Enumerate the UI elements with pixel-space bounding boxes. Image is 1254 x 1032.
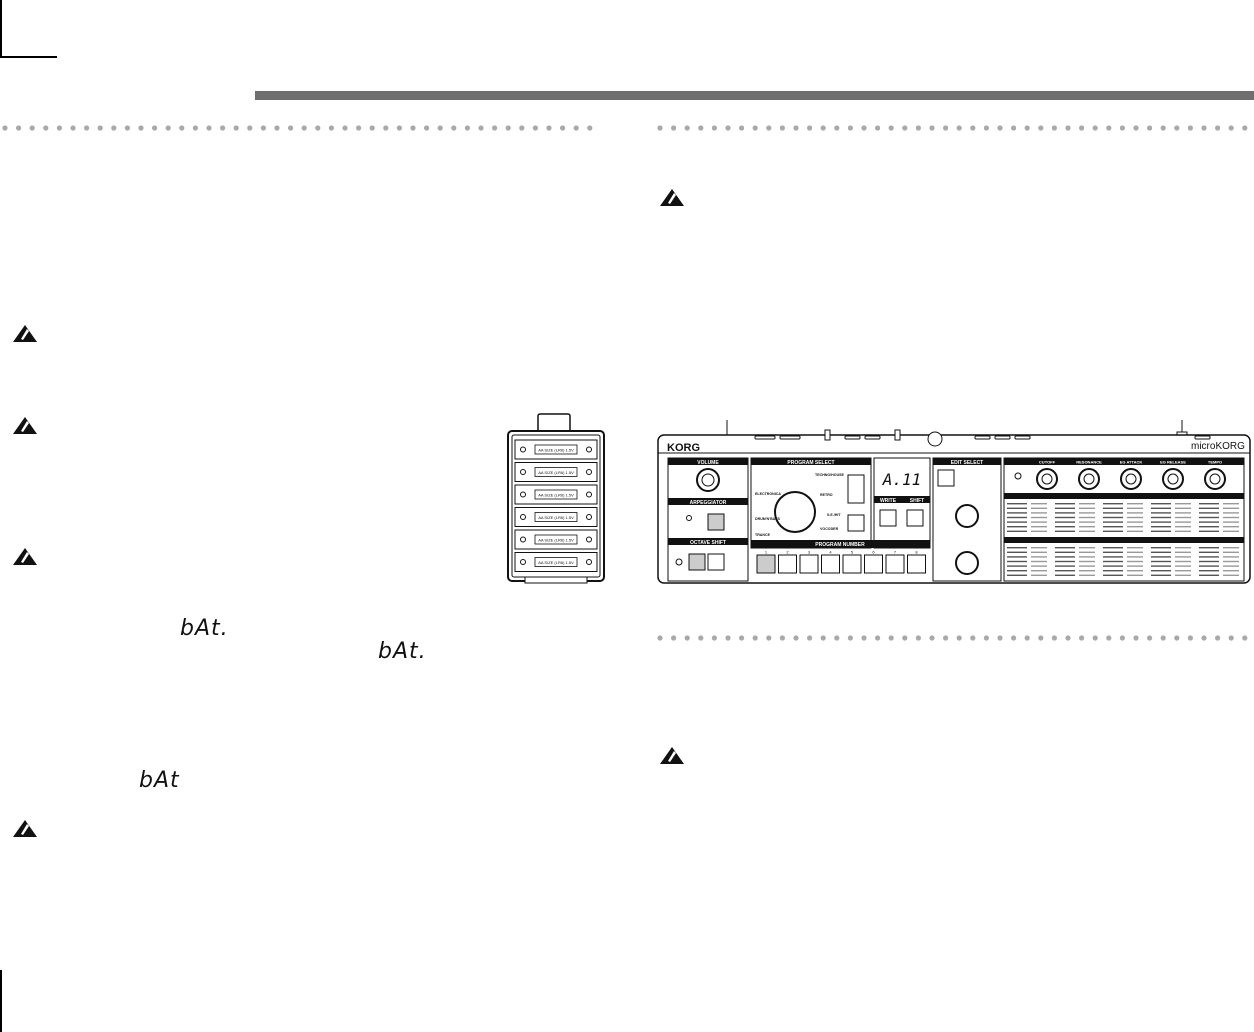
crop-mark-bottom [0,970,2,1032]
svg-text:AA SIZE (LR6) 1.5V: AA SIZE (LR6) 1.5V [538,560,574,565]
svg-text:AA SIZE (LR6) 1.5V: AA SIZE (LR6) 1.5V [538,470,574,475]
svg-text:RETRO: RETRO [820,493,833,497]
svg-text:AA SIZE (LR6) 1.5V: AA SIZE (LR6) 1.5V [538,493,574,498]
synth-panel-illustration: KORG microKORG VOLUME ARPEGGIATOR OCTAVE… [657,420,1251,584]
svg-text:TEMPO: TEMPO [1208,460,1222,465]
svg-text:1: 1 [765,550,768,555]
caution-icon [660,747,684,764]
svg-text:VOCODER: VOCODER [820,527,839,531]
crop-mark-vertical [0,0,2,56]
caution-icon [660,189,684,206]
crop-mark-horizontal [0,56,57,58]
svg-text:4: 4 [829,550,832,555]
caution-icon [13,417,37,434]
model-logo: microKORG [1191,441,1245,452]
svg-text:SHIFT: SHIFT [910,498,924,504]
svg-text:5: 5 [851,550,854,555]
svg-text:PROGRAM SELECT: PROGRAM SELECT [787,460,834,466]
caution-icon [13,548,37,565]
svg-text:RESONANCE: RESONANCE [1076,460,1102,465]
svg-text:ARPEGGIATOR: ARPEGGIATOR [690,500,727,506]
svg-text:CUTOFF: CUTOFF [1039,460,1056,465]
svg-text:EG ATTACK: EG ATTACK [1120,460,1143,465]
battery-holder-illustration: AA SIZE (LR6) 1.5V AA SIZE (LR6) 1.5V AA S… [507,413,605,584]
svg-text:AA SIZE (LR6) 1.5V: AA SIZE (LR6) 1.5V [538,448,574,453]
battery-indicator-display: bAt. [180,616,229,641]
svg-text:2: 2 [786,550,789,555]
battery-indicator-display: bAt [139,768,180,793]
caution-icon [13,820,37,837]
svg-text:S.E./HIT: S.E./HIT [827,513,841,517]
brand-logo: KORG [667,442,700,454]
svg-text:TECHNO/HOUSE: TECHNO/HOUSE [815,473,845,477]
svg-text:EDIT SELECT: EDIT SELECT [951,460,984,466]
svg-text:TRANCE: TRANCE [755,533,771,537]
svg-text:OCTAVE SHIFT: OCTAVE SHIFT [690,540,726,546]
svg-text:PROGRAM NUMBER: PROGRAM NUMBER [815,542,865,548]
svg-text:VOLUME: VOLUME [697,460,719,466]
caution-icon [13,325,37,342]
svg-text:DRUM'N'BASS: DRUM'N'BASS [755,517,781,521]
svg-text:7: 7 [894,550,897,555]
svg-text:WRITE: WRITE [880,498,897,504]
svg-text:EG RELEASE: EG RELEASE [1160,460,1186,465]
svg-text:AA SIZE (LR6) 1.5V: AA SIZE (LR6) 1.5V [538,538,574,543]
battery-indicator-display: bAt. [378,639,427,664]
svg-text:6: 6 [872,550,875,555]
svg-text:ELECTRONICA: ELECTRONICA [755,492,781,496]
page-header-bar [255,91,1254,100]
svg-text:3: 3 [808,550,811,555]
section-divider-right-bottom [657,635,1248,641]
section-divider-right-top [657,125,1248,131]
svg-text:8: 8 [915,550,918,555]
svg-text:AA SIZE (LR6) 1.5V: AA SIZE (LR6) 1.5V [538,515,574,520]
section-divider-left [2,125,593,131]
display-readout: A.11 [882,470,922,489]
